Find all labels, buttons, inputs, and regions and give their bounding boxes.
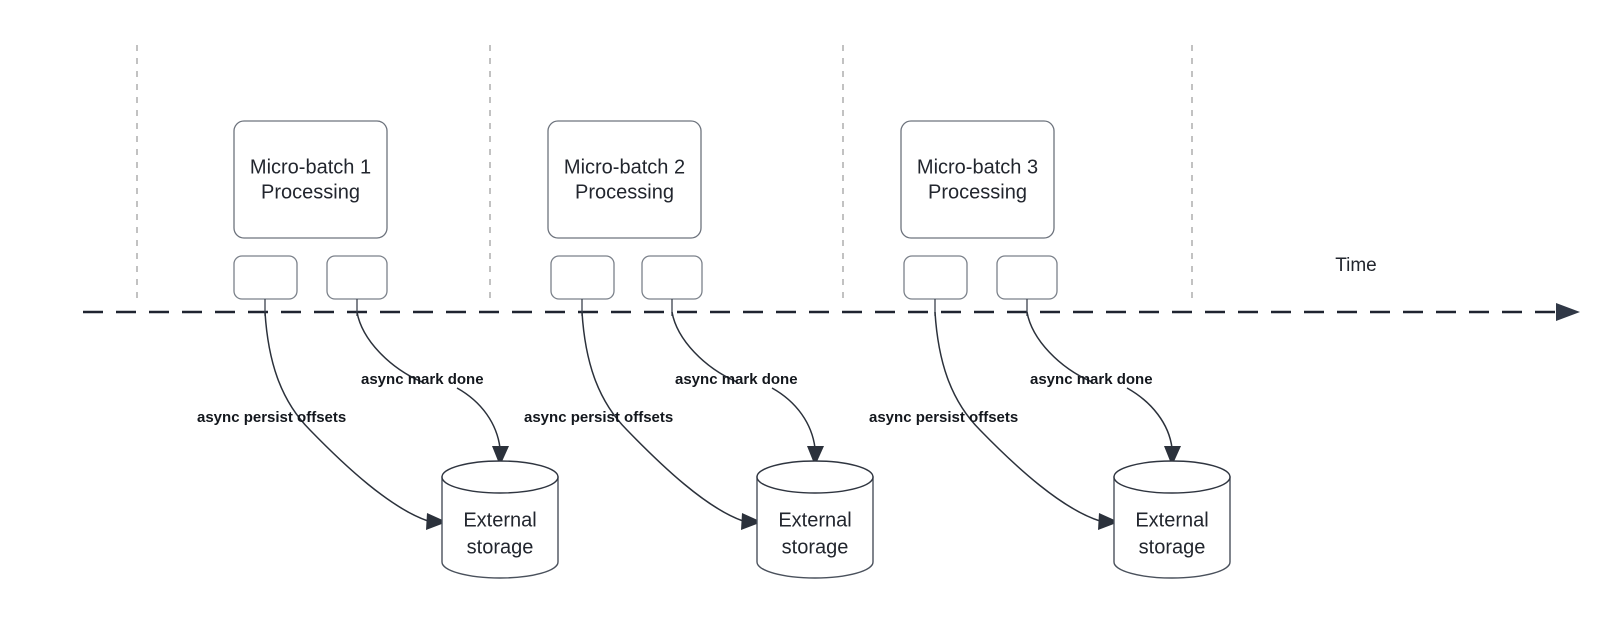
micro-batch-3-process-box[interactable] [900, 120, 1055, 239]
group-3-persist-offsets-arrowhead [1098, 513, 1119, 530]
micro-batch-1-label-line2: Processing [261, 181, 360, 203]
group-1-persist-offsets-label: async persist offsets [197, 409, 346, 426]
group-2-external-storage-top [756, 460, 874, 494]
group-3-mark-done-task[interactable] [996, 255, 1058, 300]
group-3-external-storage-top [1113, 460, 1231, 494]
time-axis [83, 303, 1580, 321]
group-2-persist-offsets-curve [581, 311, 744, 522]
micro-batch-1-process-box[interactable] [233, 120, 388, 239]
group-2-mark-done-curve-b [771, 387, 816, 449]
group-1-mark-done-label: async mark done [361, 371, 484, 388]
group-3-persist-offsets-curve [934, 311, 1101, 522]
group-1-external-storage-body[interactable] [441, 476, 559, 579]
micro-batch-2-label-line1: Micro-batch 2 [564, 156, 685, 178]
micro-batch-3-label-line1: Micro-batch 3 [917, 156, 1038, 178]
time-axis-label: Time [1335, 255, 1377, 276]
group-1-mark-done-task[interactable] [326, 255, 388, 300]
group-2-external-storage-label-line2: storage [782, 536, 849, 558]
group-1-external-storage-top [441, 460, 559, 494]
group-1-persist-offsets-curve [264, 311, 429, 522]
micro-batch-3-label-line2: Processing [928, 181, 1027, 203]
group-3-mark-done-arrowhead [1164, 446, 1181, 466]
time-axis-arrowhead [1556, 303, 1580, 321]
group-3: Micro-batch 3 Processing External storag… [869, 120, 1231, 579]
group-1-external-storage-label-line1: External [463, 509, 536, 531]
group-2-persist-offsets-label: async persist offsets [524, 409, 673, 426]
group-3-mark-done-curve [1026, 311, 1093, 383]
group-2-persist-offsets-task[interactable] [550, 255, 615, 300]
group-2-external-storage-label-line1: External [778, 509, 851, 531]
group-3-persist-offsets-label: async persist offsets [869, 409, 1018, 426]
group-2-persist-offsets-arrowhead [741, 513, 762, 530]
group-1-persist-offsets-task[interactable] [233, 255, 298, 300]
group-2-mark-done-curve [671, 311, 738, 383]
micro-batch-2-process-box[interactable] [547, 120, 702, 239]
group-2-mark-done-task[interactable] [641, 255, 703, 300]
micro-batch-1-label-line1: Micro-batch 1 [250, 156, 371, 178]
group-2-mark-done-arrowhead [807, 446, 824, 466]
group-3-external-storage-label-line1: External [1135, 509, 1208, 531]
group-3-mark-done-label: async mark done [1030, 371, 1153, 388]
group-1-external-storage-label-line2: storage [467, 536, 534, 558]
group-3-mark-done-curve-b [1126, 387, 1173, 449]
micro-batch-2-label-line2: Processing [575, 181, 674, 203]
group-2: Micro-batch 2 Processing External storag… [524, 120, 874, 579]
group-2-external-storage-body[interactable] [756, 476, 874, 579]
group-2-mark-done-label: async mark done [675, 371, 798, 388]
group-3-persist-offsets-task[interactable] [903, 255, 968, 300]
group-1-mark-done-arrowhead [492, 446, 509, 466]
group-3-external-storage-body[interactable] [1113, 476, 1231, 579]
group-1-persist-offsets-arrowhead [426, 513, 447, 530]
group-1-mark-done-curve-b [456, 387, 501, 449]
group-1-mark-done-curve [356, 311, 423, 383]
batch-boundaries [136, 45, 1193, 300]
group-3-external-storage-label-line2: storage [1139, 536, 1206, 558]
group-1: Micro-batch 1 Processing External storag… [197, 120, 559, 579]
